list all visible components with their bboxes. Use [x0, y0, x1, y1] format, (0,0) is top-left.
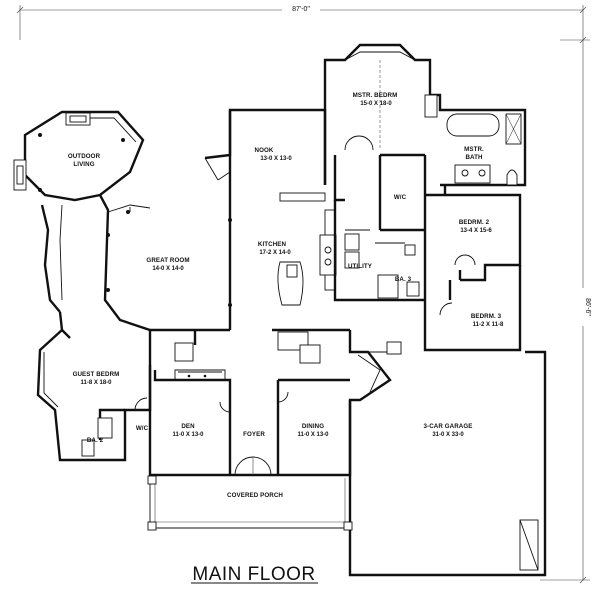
great-room-size: 14-0 X 14-0	[152, 266, 184, 272]
master-bath-label: MSTR.	[464, 146, 484, 153]
utility-label: UTILITY	[348, 263, 373, 270]
master-bath-label-line2: BATH	[465, 154, 483, 161]
master-wic-label: W/C	[394, 194, 407, 201]
dining-label: DINING	[302, 423, 324, 430]
guest-bedroom-size: 11-8 X 18-0	[80, 380, 112, 386]
nook-size: 13-0 X 13-0	[260, 156, 292, 162]
den-label: DEN	[181, 423, 195, 430]
overall-width-label: 87'-0"	[292, 6, 310, 13]
foyer-label: FOYER	[243, 431, 265, 438]
guest-bedroom-label: GUEST BEDRM	[73, 371, 120, 378]
bedroom-wing-walls	[423, 185, 522, 352]
master-bedroom-size: 15-0 X 18-0	[360, 101, 392, 107]
utility-bath3-walls	[333, 200, 425, 302]
master-bedroom-label: MSTR. BEDRM	[353, 92, 398, 99]
great-room-walls	[40, 194, 232, 332]
nook-label: NOOK	[255, 147, 274, 154]
bedroom-2-size: 13-4 X 15-6	[460, 228, 492, 234]
den-size: 11-0 X 13-0	[172, 432, 204, 438]
garage-size: 31-0 X 33-0	[432, 432, 464, 438]
outdoor-living-structure	[13, 110, 145, 202]
covered-porch-outline	[147, 475, 353, 531]
garage-label: 3-CAR GARAGE	[424, 423, 473, 430]
guest-wing-walls	[36, 311, 152, 462]
overall-depth-label: 86'-6"	[584, 298, 591, 316]
plan-title: MAIN FLOOR	[192, 564, 315, 585]
bedroom-3-size: 11-2 X 11-8	[473, 322, 504, 328]
bedroom-2-label: BEDRM. 2	[459, 219, 490, 226]
outdoor-living-label-line2: LIVING	[73, 161, 94, 168]
kitchen-label: KITCHEN	[258, 241, 287, 248]
nook-kitchen-walls	[174, 108, 350, 364]
dining-size: 11-0 X 13-0	[297, 432, 329, 438]
covered-porch-label: COVERED PORCH	[227, 492, 283, 499]
kitchen-size: 17-2 X 14-0	[259, 250, 291, 256]
bedroom-3-label: BEDRM. 3	[471, 313, 502, 320]
bath-3-label: BA. 3	[395, 276, 412, 283]
garage-walls	[348, 330, 547, 577]
great-room-label: GREAT ROOM	[146, 257, 189, 264]
bath-2-label: BA. 2	[87, 437, 104, 444]
outdoor-living-label: OUTDOOR	[68, 153, 101, 160]
master-suite-walls	[323, 43, 527, 300]
guest-wic-label: W/C	[136, 425, 149, 432]
entry-rooms-walls	[148, 365, 352, 477]
